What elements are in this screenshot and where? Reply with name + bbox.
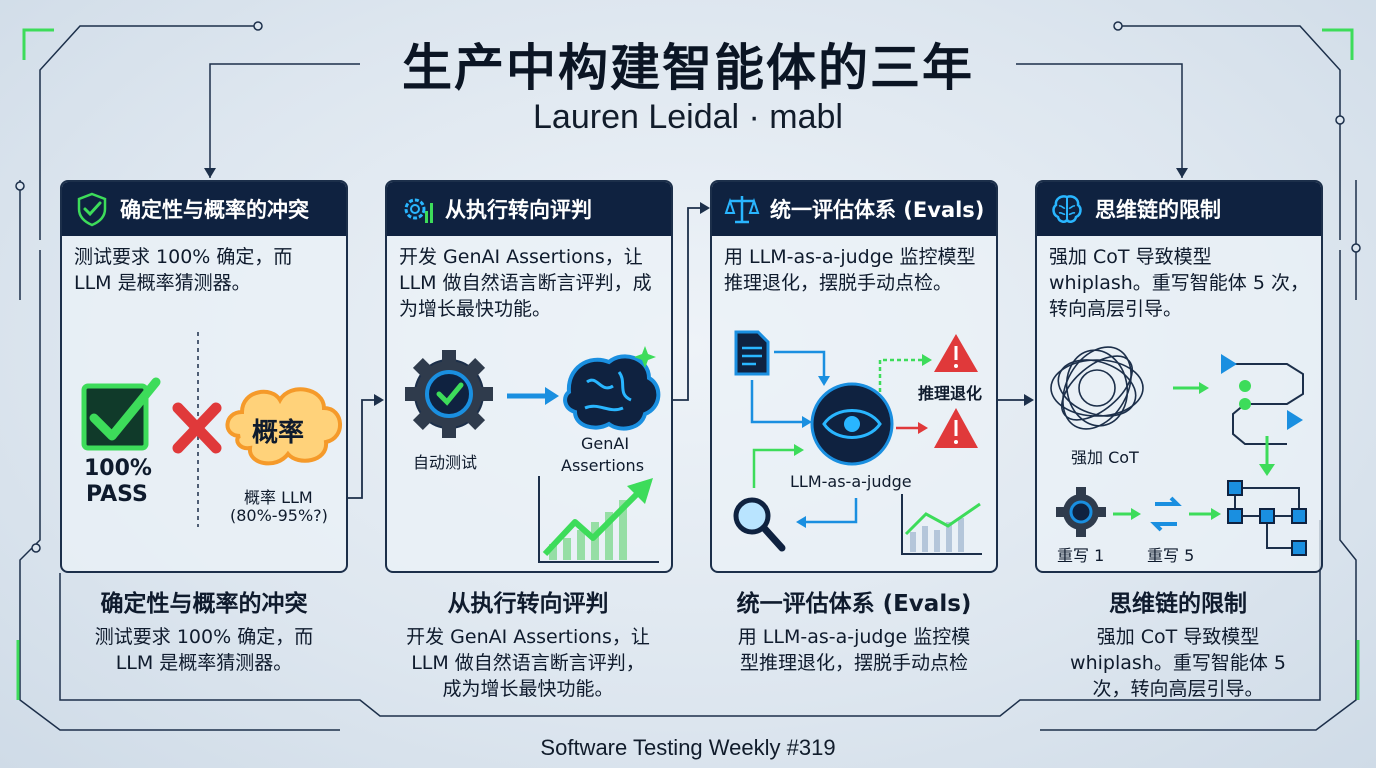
panel-3-body: 用 LLM-as-a-judge 监控模型推理退化，摆脱手动点检。 <box>724 246 976 294</box>
caption-1-line-2: LLM 是概率猜测器。 <box>115 652 293 674</box>
panel-evals: 统一评估体系 (Evals) 用 LLM-as-a-judge 监控模型推理退化… <box>710 180 998 573</box>
panel-4-header: 思维链的限制 <box>1037 182 1321 236</box>
caption-2-line-3: 成为增长最快功能。 <box>442 678 614 700</box>
panel-4-body: 强加 CoT 导致模型 whiplash。重写智能体 5 次，转向高层引导。 <box>1049 246 1309 320</box>
panel-2-title: 从执行转向评判 <box>445 198 592 222</box>
panel-1-art <box>81 332 342 527</box>
page-subtitle: Lauren Leidal · mabl <box>533 98 843 136</box>
panel-determinism: 确定性与概率的冲突 测试要求 100% 确定，而 LLM 是概率猜测器。 100… <box>60 180 348 573</box>
caption-4-line-2: whiplash。重写智能体 5 <box>1070 652 1286 674</box>
caption-4-line-1: 强加 CoT 导致模型 <box>1096 626 1260 648</box>
prob-range-label: (80%-95%?) <box>230 506 328 525</box>
panel-1-title: 确定性与概率的冲突 <box>120 198 309 222</box>
shield-check-icon <box>77 192 107 227</box>
panel-3-title: 统一评估体系 (Evals) <box>770 198 985 222</box>
reasoning-degradation-label: 推理退化 <box>918 384 983 403</box>
panel-4-art <box>1050 346 1307 556</box>
probability-bubble-label: 概率 <box>252 418 305 448</box>
panel-2-header: 从执行转向评判 <box>387 182 671 236</box>
rewrite-1-label: 重写 1 <box>1057 546 1105 565</box>
caption-2: 从执行转向评判 开发 GenAI Assertions，让 LLM 做自然语言断… <box>378 588 678 702</box>
llm-judge-label: LLM-as-a-judge <box>790 472 912 491</box>
caption-1: 确定性与概率的冲突 测试要求 100% 确定，而 LLM 是概率猜测器。 <box>54 588 354 676</box>
pass-label: PASS <box>86 482 148 507</box>
caption-3: 统一评估体系 (Evals) 用 LLM-as-a-judge 监控模 型推理退… <box>704 588 1004 676</box>
panel-1-body: 测试要求 100% 确定，而 LLM 是概率猜测器。 <box>74 246 293 294</box>
panel-3-header: 统一评估体系 (Evals) <box>712 182 996 236</box>
caption-3-line-1: 用 LLM-as-a-judge 监控模 <box>737 626 971 648</box>
brain-icon <box>1052 195 1082 223</box>
caption-2-line-1: 开发 GenAI Assertions，让 <box>406 626 650 648</box>
panel-cot-limits: 思维链的限制 强加 CoT 导致模型 whiplash。重写智能体 5 次，转向… <box>1035 180 1323 573</box>
prob-llm-label: 概率 LLM <box>244 488 313 507</box>
forced-cot-label: 强加 CoT <box>1071 448 1139 467</box>
panel-3-art <box>733 330 982 555</box>
caption-1-line-1: 测试要求 100% 确定，而 <box>94 626 314 648</box>
gear-chart-icon <box>404 198 433 223</box>
panel-2-body: 开发 GenAI Assertions，让 LLM 做自然语言断言评判，成为增长… <box>399 246 652 320</box>
caption-4: 思维链的限制 强加 CoT 导致模型 whiplash。重写智能体 5 次，转向… <box>1028 588 1328 702</box>
scale-icon <box>724 196 760 224</box>
genai-label: GenAI <box>581 434 630 453</box>
caption-3-line-2: 型推理退化，摆脱手动点检 <box>739 652 968 674</box>
rewrite-5-label: 重写 5 <box>1147 546 1195 565</box>
pass-percent-label: 100% <box>84 456 152 481</box>
panel-2-art <box>405 346 661 563</box>
panel-1-header: 确定性与概率的冲突 <box>62 182 346 236</box>
caption-4-title: 思维链的限制 <box>1109 591 1247 617</box>
panel-execution-to-judgment: 从执行转向评判 开发 GenAI Assertions，让 LLM 做自然语言断… <box>385 180 673 573</box>
assertions-label: Assertions <box>561 456 645 475</box>
caption-4-line-3: 次，转向高层引导。 <box>1092 678 1264 700</box>
caption-2-line-2: LLM 做自然语言断言评判， <box>411 652 645 674</box>
caption-1-title: 确定性与概率的冲突 <box>100 591 308 617</box>
caption-3-title: 统一评估体系 (Evals) <box>736 591 972 617</box>
footer-credit: Software Testing Weekly #319 <box>540 735 836 760</box>
auto-test-label: 自动测试 <box>413 453 478 472</box>
page-title: 生产中构建智能体的三年 <box>402 39 974 97</box>
panel-4-title: 思维链的限制 <box>1095 198 1221 222</box>
caption-2-title: 从执行转向评判 <box>447 591 609 617</box>
